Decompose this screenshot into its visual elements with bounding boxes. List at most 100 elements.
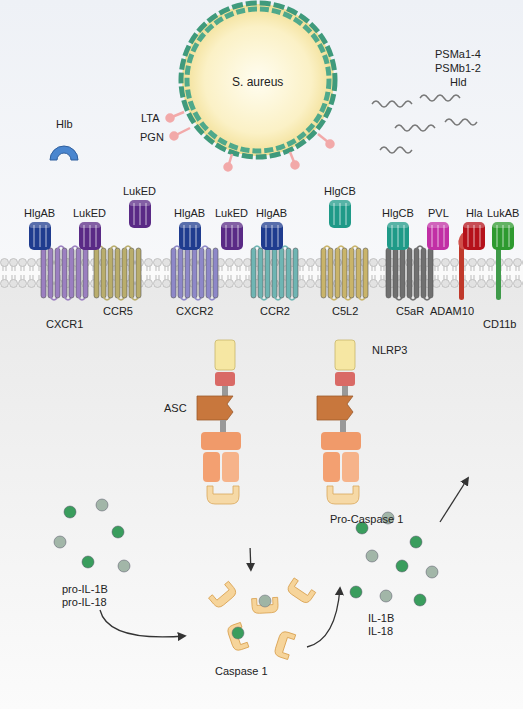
cytokine xyxy=(426,566,438,578)
bacterium-cell: S. aureus xyxy=(180,4,336,160)
pore-stripe xyxy=(431,225,433,247)
pore-stripe xyxy=(339,203,341,225)
helix xyxy=(393,248,398,298)
caspase-fragment xyxy=(252,595,279,614)
pore-body xyxy=(129,200,151,228)
pro-cytokine xyxy=(96,499,108,511)
cytokine xyxy=(366,550,378,562)
caspase-piece xyxy=(273,630,295,659)
pore-body xyxy=(261,222,283,250)
toxin-pore xyxy=(261,222,283,250)
toxin-pore xyxy=(427,222,449,250)
helix xyxy=(101,248,106,298)
extracellular-space xyxy=(0,0,523,262)
toxin-label: LukED xyxy=(123,185,156,198)
pore-stripe xyxy=(189,225,191,247)
component-label: PGN xyxy=(140,131,164,144)
helix xyxy=(286,248,291,298)
cytokine xyxy=(380,590,392,602)
cytokine xyxy=(232,627,244,639)
receptor-label: C5L2 xyxy=(332,305,358,318)
nlrp3-lrr xyxy=(215,340,235,370)
caspase-piece xyxy=(286,578,316,605)
pore-rim xyxy=(463,222,485,228)
receptor-7tm xyxy=(386,246,433,300)
pore-stripe xyxy=(231,225,233,247)
cytokine-group: IL-1BIL-18 xyxy=(340,510,450,640)
helix xyxy=(342,248,347,298)
secretion-arrow xyxy=(440,478,468,522)
toxin-pore xyxy=(329,200,351,228)
flow-arrow xyxy=(249,548,251,570)
pore-stripe xyxy=(33,225,35,247)
helix xyxy=(55,248,60,298)
pro-cytokine xyxy=(112,526,124,538)
pore-body xyxy=(79,222,101,250)
pro-cytokine-group: pro-IL-1Bpro-IL-18 xyxy=(50,498,150,610)
cytokine xyxy=(414,594,426,606)
pro-cytokine xyxy=(54,536,66,548)
procaspase xyxy=(203,452,220,482)
helix xyxy=(62,248,67,298)
helix xyxy=(76,248,81,298)
pore-stripe xyxy=(195,225,197,247)
helix xyxy=(321,248,326,298)
pore-rim xyxy=(221,222,243,228)
helix xyxy=(258,248,263,298)
helix xyxy=(41,248,46,298)
helix xyxy=(213,248,218,298)
caspase-group: Caspase 1 xyxy=(185,570,307,680)
receptor-label: ADAM10 xyxy=(430,305,474,318)
flow-arrow xyxy=(307,588,340,647)
procaspase-tail xyxy=(327,486,359,504)
helix xyxy=(428,248,433,298)
helix xyxy=(199,248,204,298)
pore-rim xyxy=(179,222,201,228)
pore-stripe xyxy=(397,225,399,247)
node-text: NLRP3 xyxy=(372,344,407,357)
toxin-label: LukED xyxy=(73,207,106,220)
asc-card xyxy=(201,432,241,450)
pore-stripe xyxy=(508,225,510,247)
helix xyxy=(279,248,284,298)
node-text: IL-18 xyxy=(368,625,393,638)
toxin-label: HlgAB xyxy=(174,207,205,220)
linker xyxy=(342,386,348,396)
pore-stripe xyxy=(237,225,239,247)
nlrp3-nacht xyxy=(215,372,235,386)
procaspase-tail xyxy=(207,486,239,504)
helix xyxy=(400,248,405,298)
pore-body xyxy=(179,222,201,250)
helix xyxy=(48,248,53,298)
helix xyxy=(94,248,99,298)
helix xyxy=(129,248,134,298)
toxin-label: HlgAB xyxy=(24,207,55,220)
toxin-label: HlgCB xyxy=(382,207,414,220)
pore-stripe xyxy=(271,225,273,247)
pore-stripe xyxy=(437,225,439,247)
toxin-pore xyxy=(129,200,151,228)
toxin-pore xyxy=(179,222,201,250)
pore-rim xyxy=(329,200,351,206)
inflammasome-complex: NLRP3ASCPro-Caspase 1 xyxy=(160,338,425,548)
receptor-7tm xyxy=(41,246,88,300)
caspase-piece xyxy=(209,581,239,609)
asc-pyd xyxy=(317,396,353,420)
pore-stripe xyxy=(277,225,279,247)
helix xyxy=(251,248,256,298)
caspase-fragment xyxy=(273,630,295,659)
pore-stripe xyxy=(496,225,498,247)
pore-stripe xyxy=(183,225,185,247)
toxin-pore xyxy=(492,222,514,250)
pore-stripe xyxy=(95,225,97,247)
component-label: PSMa1-4 xyxy=(435,48,481,61)
helix xyxy=(272,248,277,298)
pore-stripe xyxy=(479,225,481,247)
pore-rim xyxy=(79,222,101,228)
linker xyxy=(340,420,346,432)
flow-arrow xyxy=(100,610,185,637)
pore-stripe xyxy=(45,225,47,247)
node-text: Pro-Caspase 1 xyxy=(330,513,403,526)
caspase-fragment xyxy=(209,581,239,609)
receptor-label: CXCR2 xyxy=(176,305,213,318)
